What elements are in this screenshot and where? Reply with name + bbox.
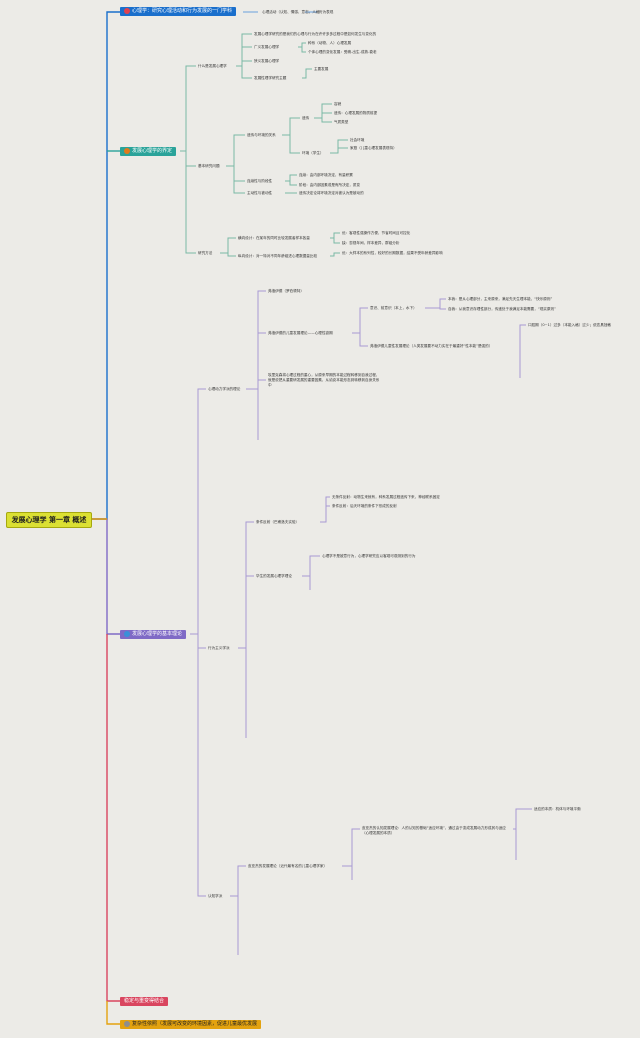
- node-classical-item[interactable]: 无条件反射：动物生来就有，种系发展过程遗传下来，神经联系固定: [332, 495, 440, 499]
- node-watson-item[interactable]: 心理学不是被意行为，心理学研究应以客观可观测到的行为: [322, 554, 416, 558]
- node-classical-conditioning[interactable]: 条件反射（巴甫洛夫实验）: [256, 520, 300, 524]
- node-environment-item[interactable]: 社会环境: [350, 138, 365, 142]
- node-heredity-item[interactable]: 容貌: [334, 102, 342, 106]
- node-heredity[interactable]: 遗传: [302, 116, 310, 120]
- branch-label: 复杂性依照（发展可改变的环境因素，促进儿童最优发展: [132, 1021, 258, 1027]
- node-piaget-desc[interactable]: 皮亚杰的认知发展理论：人的认知的基础“适应环境”，通过由于变成发展动力形成其与适…: [362, 826, 506, 835]
- node-heredity-item[interactable]: 遗传：心理发展的物质前提: [334, 111, 378, 115]
- node-longitudinal-design[interactable]: 纵向设计：对一特对不同年龄组进心理数据量比较: [238, 254, 318, 258]
- branch-label: 心理学：研究心理活动和行为发展的一门学科: [132, 8, 233, 14]
- node-continuity[interactable]: 连续性与阶段性: [247, 179, 273, 183]
- node-piaget[interactable]: 皮亚杰的发展理论（近代最有名的儿童心理学家）: [248, 864, 328, 868]
- node-id-item[interactable]: 自我：从我意识存理性部分，传递处于我满足本能需要，“现实原则”: [448, 307, 556, 311]
- branch-dot-icon: [124, 1020, 130, 1027]
- node-longit-item[interactable]: 优：大样本的系列性，较好的长期数据，结果不受年龄差异影响: [342, 251, 443, 255]
- node-id-item[interactable]: 本我：是从心理部分，主来原来，满足先天生理本能，“快乐原则”: [448, 297, 553, 301]
- node-environment-item[interactable]: 家庭（儿童心理发展表现特）: [350, 146, 397, 150]
- connector-b4: [106, 634, 120, 1002]
- node-activity-item[interactable]: 遗传决定论将环境决定对被认为是被动的: [299, 191, 364, 195]
- node-mental-activity[interactable]: 心理活动（认知、情感、意志、人格）: [262, 10, 324, 14]
- connector-b1: [90, 11, 120, 520]
- node-what-is[interactable]: 什么是发展心理学: [198, 64, 227, 68]
- branch-dot-icon: [124, 147, 130, 154]
- branch-psychology-definition[interactable]: 心理学：研究心理活动和行为发展的一门学科: [120, 7, 237, 16]
- connector-b3: [90, 518, 120, 635]
- node-cross-design[interactable]: 横向设计：在某年的同时比较发展者样本各量: [238, 236, 310, 240]
- branch-label: 发展心理学的界定: [132, 148, 173, 154]
- node-broad-item[interactable]: 种系（动物、人）心理发展: [308, 41, 352, 45]
- connector-b5: [106, 1001, 120, 1025]
- node-freud-intro[interactable]: 弗洛伊德（罗伯顿特）: [268, 289, 304, 293]
- node-adapt-item[interactable]: 适应的本质：机体与环境平衡: [534, 807, 581, 811]
- branch-definition[interactable]: 发展心理学的界定: [120, 147, 177, 156]
- node-topic-item[interactable]: 主要发展: [314, 67, 329, 71]
- branch-stability-change[interactable]: 稳定与重变得结合: [120, 997, 169, 1006]
- node-cross-item[interactable]: 优：客观性强操作方便，节省时间且可控化: [342, 231, 411, 235]
- node-continuity-item[interactable]: 连续：由内部环境决定，有量积累: [299, 173, 353, 177]
- root-node[interactable]: 发展心理学 第一章 概述: [6, 512, 92, 528]
- node-what-item[interactable]: 广义发展心理学: [254, 45, 280, 49]
- node-heredity-environment[interactable]: 遗传与环境的关系: [247, 133, 276, 137]
- node-consciousness[interactable]: 意识、前意识（本上，水下）: [370, 306, 417, 310]
- node-activity[interactable]: 主动性与被动性: [247, 191, 273, 195]
- node-watson[interactable]: 华生的发展心理学理论: [256, 574, 292, 578]
- node-erikson[interactable]: 埃里克森将心理过程的重心，从原来早期的本能过程转移到自我过程，就是说把从重要研发…: [268, 373, 380, 387]
- node-what-item[interactable]: 发展性理学研究主题: [254, 76, 287, 80]
- branch-dot-icon: [124, 7, 130, 14]
- node-freud-theory[interactable]: 弗洛伊德的儿童发展理论——心理性欲期: [268, 331, 333, 335]
- node-psychodynamic[interactable]: 心理动力学派的理论: [208, 387, 241, 391]
- branch-complexity[interactable]: 复杂性依照（发展可改变的环境因素，促进儿童最优发展: [120, 1020, 262, 1029]
- node-classical-item[interactable]: 条件反射：后天环境的条件下形成的反射: [332, 504, 397, 508]
- branch-label: 发展心理学的基本理论: [132, 631, 183, 637]
- node-broad-item[interactable]: 个体心理的变化发展：受精-出生-成熟-衰老: [308, 50, 377, 54]
- node-heredity-item[interactable]: 气质类型: [334, 120, 349, 124]
- branch-dot-icon: [124, 630, 130, 637]
- node-stage-item[interactable]: 口腔期（0~1）过多（本能入格）过少；依恋具挫敏: [528, 323, 612, 327]
- node-environment[interactable]: 环境（学生）: [302, 151, 324, 155]
- node-continuity-item[interactable]: 阶段：由内部因素或是有所决定，质变: [299, 183, 361, 187]
- node-cross-item[interactable]: 缺：忽视年间，样本差异，群组分析: [342, 241, 400, 245]
- node-psychosexual-stages[interactable]: 弗洛伊德儿童性发展理论（人类发展要不动力实在于最重好“性本能”是强的）: [370, 344, 493, 348]
- branch-basic-theory[interactable]: 发展心理学的基本理论: [120, 630, 187, 639]
- node-method[interactable]: 研究方法: [198, 251, 213, 255]
- node-cognitive[interactable]: 认知学派: [208, 894, 223, 898]
- node-what-item[interactable]: 发展心理学研究的是我们的心理与行为在许许多多过程中是如何发生与变化的: [254, 32, 377, 36]
- branch-label: 稳定与重变得结合: [124, 998, 165, 1004]
- node-what-item[interactable]: 狭义发展心理学: [254, 59, 280, 63]
- node-behaviorism[interactable]: 行为主义学派: [208, 646, 230, 650]
- node-basic-problems[interactable]: 基本研究问题: [198, 164, 220, 168]
- node-behavior[interactable]: 行为表现: [319, 10, 334, 14]
